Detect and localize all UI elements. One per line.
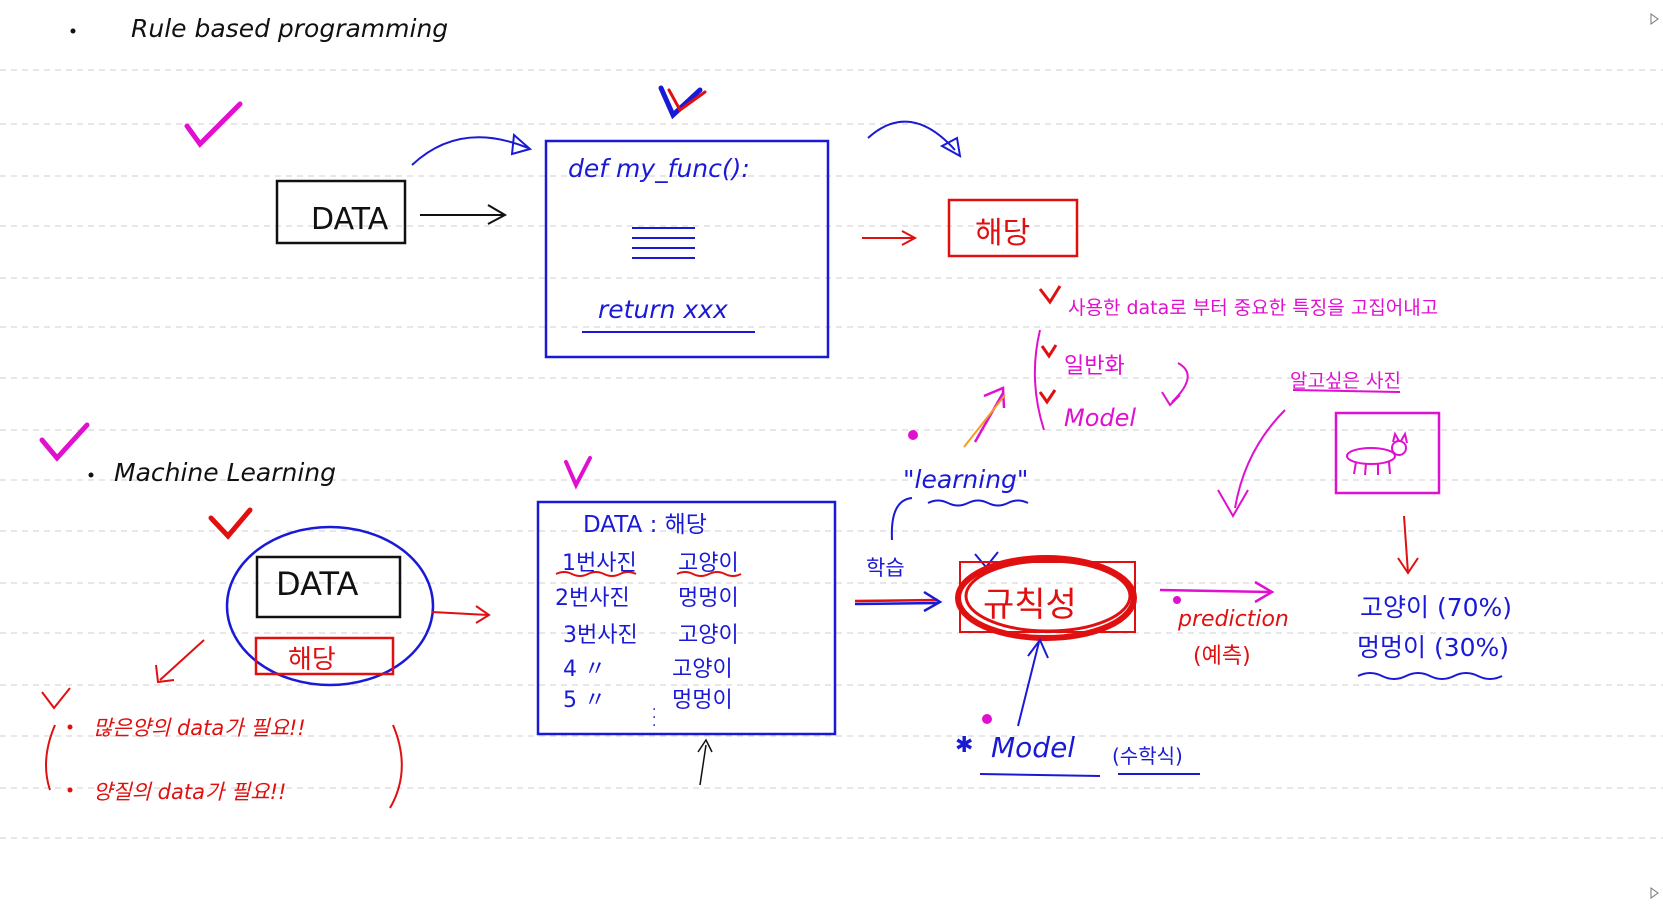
squiggle-underline bbox=[928, 501, 1028, 506]
rule-label: 규칙성 bbox=[983, 577, 1077, 626]
code-body-lines bbox=[632, 228, 695, 258]
arrow-icon bbox=[420, 205, 505, 224]
table-ellipsis: ··· bbox=[652, 706, 656, 730]
need-many-data-note: 많은양의 data가 필요!! bbox=[93, 712, 306, 742]
arrow-icon bbox=[1398, 516, 1418, 573]
checkmark-icon bbox=[566, 458, 590, 485]
table-row-right: 고양이 bbox=[678, 617, 739, 649]
prediction-sub-label: (예측) bbox=[1193, 638, 1251, 670]
table-row-left: 2번사진 bbox=[555, 580, 630, 612]
photo-label: 알고싶은 사진 bbox=[1290, 366, 1401, 393]
table-row-left: 3번사진 bbox=[563, 617, 638, 649]
bullet-dot bbox=[89, 473, 94, 478]
squiggle-underline bbox=[1358, 673, 1502, 679]
arrow-icon bbox=[1218, 410, 1285, 516]
learning-label: "learning" bbox=[903, 465, 1028, 494]
table-header: DATA : 해당 bbox=[583, 505, 707, 539]
note-extract-features: 사용한 data로 부터 중요한 특징을 고집어내고 bbox=[1068, 293, 1438, 320]
section-title-ml: Machine Learning bbox=[114, 458, 336, 487]
model-label: Model bbox=[991, 731, 1075, 764]
table-row-right: 고양이 bbox=[672, 651, 733, 683]
arrow-head bbox=[1162, 392, 1180, 405]
bullet-dot bbox=[982, 714, 992, 724]
bullet-dot bbox=[908, 430, 918, 440]
checkmark-icon bbox=[42, 688, 70, 708]
result-dog: 멍멍이 (30%) bbox=[1357, 628, 1509, 664]
train-label: 학습 bbox=[866, 552, 905, 582]
table-row-right: 멍멍이 bbox=[678, 580, 739, 612]
arrow-icon bbox=[855, 592, 940, 611]
need-good-data-note: 양질의 data가 필요!! bbox=[93, 776, 286, 806]
note-generalization: 일반화 bbox=[1064, 348, 1125, 380]
code-return-line: return xxx bbox=[598, 295, 728, 324]
section-title-rule: Rule based programming bbox=[131, 14, 448, 43]
code-def-line: def my_func(): bbox=[568, 154, 750, 183]
cat-sketch-icon bbox=[1347, 434, 1407, 475]
bracket-left bbox=[46, 725, 55, 790]
table-row-left: 4 〃 bbox=[563, 651, 606, 683]
arrow-icon bbox=[432, 606, 489, 623]
table-row-left: 1번사진 bbox=[562, 545, 637, 577]
connector-curve bbox=[892, 498, 912, 540]
scroll-markers bbox=[1651, 14, 1658, 898]
bullet-dot bbox=[68, 725, 73, 730]
arrow-icon bbox=[1018, 640, 1048, 726]
table-row-right: 고양이 bbox=[678, 545, 739, 577]
model-sub-label: (수학식) bbox=[1112, 740, 1183, 769]
data-box-ml-label: DATA bbox=[276, 565, 358, 603]
note-model: Model bbox=[1064, 404, 1136, 432]
arrow-icon bbox=[698, 740, 712, 785]
arrow-icon bbox=[156, 640, 204, 682]
curved-arrow-icon bbox=[412, 135, 530, 165]
bullet-dot bbox=[1173, 596, 1181, 604]
checkmark-icon bbox=[1042, 345, 1056, 356]
curved-arrow-icon bbox=[868, 122, 960, 156]
checkmark-icon bbox=[1040, 286, 1060, 302]
checkmark-icon bbox=[211, 510, 250, 536]
table-row-right: 멍멍이 bbox=[672, 682, 733, 714]
data-box-rule-label: DATA bbox=[311, 202, 388, 237]
arrow-icon bbox=[862, 231, 915, 245]
bracket-right bbox=[390, 725, 402, 808]
label-box-ml-label: 해당 bbox=[288, 639, 336, 676]
model-star-icon: ✱ bbox=[955, 733, 973, 758]
stroke-accent bbox=[964, 395, 1005, 447]
bullet-dot bbox=[68, 788, 73, 793]
result-box-rule-label: 해당 bbox=[975, 208, 1030, 252]
bracket-left bbox=[1035, 330, 1044, 430]
prediction-label: prediction bbox=[1178, 607, 1289, 632]
model-underline bbox=[980, 774, 1100, 776]
checkmark-icon bbox=[1040, 390, 1055, 402]
table-row-left: 5 〃 bbox=[563, 682, 606, 714]
photo-box bbox=[1336, 413, 1439, 493]
result-cat: 고양이 (70%) bbox=[1360, 588, 1512, 624]
bullet-dot bbox=[71, 29, 76, 34]
